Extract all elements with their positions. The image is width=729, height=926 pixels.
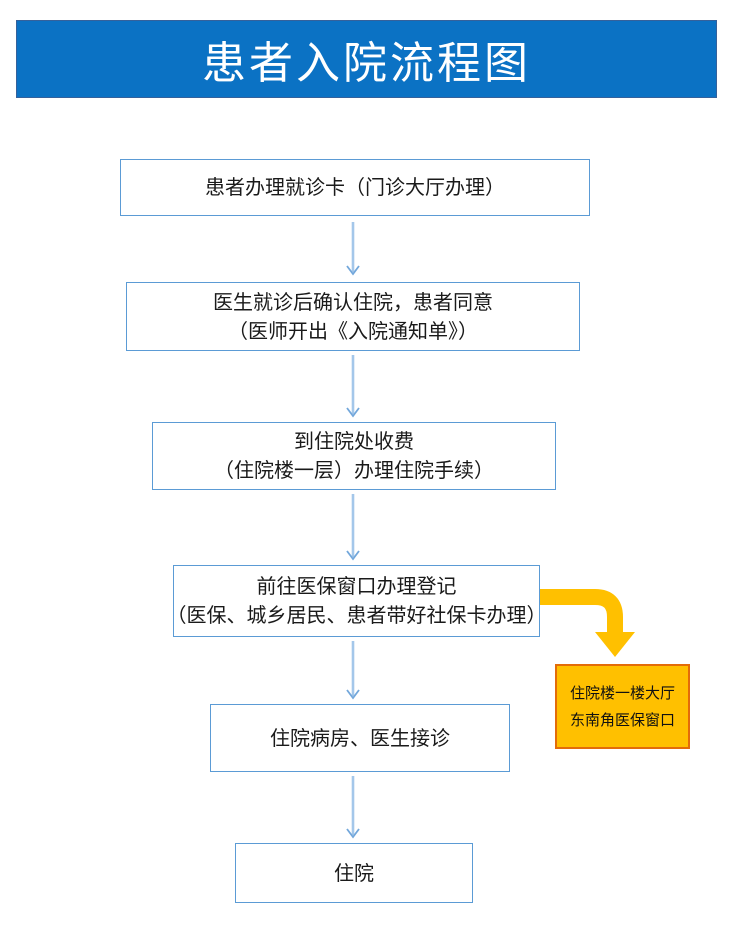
flow-step-text: （医师开出《入院通知单》） [228,318,478,343]
note-text: 东南角医保窗口 [569,710,675,729]
down-arrow-icon [346,641,360,700]
page-title: 患者入院流程图 [202,38,531,89]
insurance-window-location-note: 住院楼一楼大厅 东南角医保窗口 [555,664,690,749]
down-arrow-icon [346,222,360,276]
down-arrow-icon [346,776,360,839]
flow-step-register-card: 患者办理就诊卡（门诊大厅办理） [120,159,590,216]
flow-step-text: （住院楼一层）办理住院手续） [214,458,494,482]
flow-step-doctor-confirm: 医生就诊后确认住院，患者同意 （医师开出《入院通知单》） [126,282,580,351]
flow-step-text: 医生就诊后确认住院，患者同意 [213,289,493,314]
flow-step-text: 患者办理就诊卡（门诊大厅办理） [205,175,505,199]
flow-step-pay-fees: 到住院处收费 （住院楼一层）办理住院手续） [152,422,556,490]
flow-step-ward-reception: 住院病房、医生接诊 [210,704,510,772]
flow-step-text: 前往医保窗口办理登记 [256,574,457,598]
down-arrow-icon [346,494,360,561]
flow-step-text: 到住院处收费 [294,429,414,453]
flow-step-text: 住院 [334,860,374,885]
flow-step-text: 住院病房、医生接诊 [270,725,450,750]
note-text: 住院楼一楼大厅 [569,683,675,702]
flow-step-insurance-window: 前往医保窗口办理登记 （医保、城乡居民、患者带好社保卡办理） [167,565,547,637]
title-banner: 患者入院流程图 [16,20,717,98]
elbow-arrow-icon [540,589,635,657]
down-arrow-icon [346,355,360,418]
flow-step-text: （医保、城乡居民、患者带好社保卡办理） [166,603,547,627]
flow-step-admitted: 住院 [235,843,473,903]
